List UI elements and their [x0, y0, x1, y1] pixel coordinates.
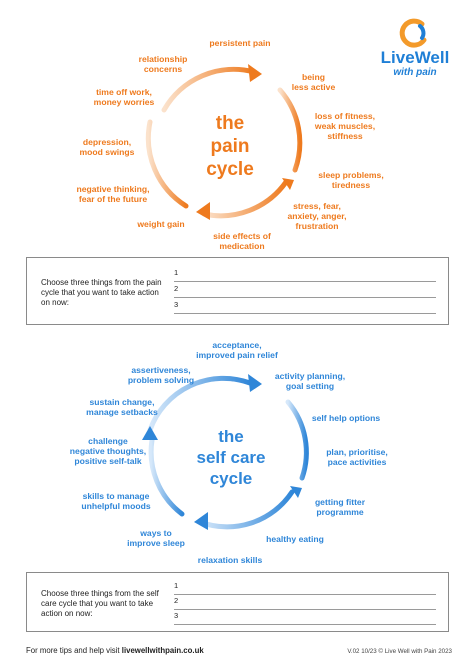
pain-action-line-2[interactable]: 2	[174, 284, 436, 298]
pain-label: persistent pain	[209, 38, 271, 48]
pain-label: relationship concerns	[138, 54, 188, 74]
line-number: 3	[174, 300, 179, 309]
selfcare-label: plan, prioritise, pace activities	[326, 447, 388, 467]
pain-label: time off work, money worries	[93, 87, 155, 107]
selfcare-label: relaxation skills	[197, 555, 263, 565]
selfcare-action-line-2[interactable]: 2	[174, 596, 436, 610]
selfcare-arrowhead	[290, 486, 302, 498]
pain-label: side effects of medication	[213, 231, 271, 251]
line-number: 2	[174, 596, 179, 605]
selfcare-action-line-3[interactable]: 3	[174, 611, 436, 625]
pain-cycle-title: the pain cycle	[206, 113, 254, 180]
footer-version: V.02 10/23 © Live Well with Pain 2023	[347, 648, 452, 655]
pain-label: being less active	[291, 72, 336, 92]
selfcare-label: sustain change, manage setbacks	[86, 397, 158, 417]
pain-label: negative thinking, fear of the future	[76, 184, 150, 204]
line-number: 1	[174, 581, 179, 590]
selfcare-label: assertiveness, problem solving	[127, 365, 195, 385]
selfcare-label: ways to improve sleep	[127, 528, 185, 548]
pain-label: weight gain	[137, 219, 185, 229]
selfcare-action-line-1[interactable]: 1	[174, 581, 436, 595]
pain-action-box: Choose three things from the pain cycle …	[26, 257, 449, 325]
pain-label: loss of fitness, weak muscles, stiffness	[314, 111, 376, 141]
selfcare-label: challenge negative thoughts, positive se…	[69, 436, 147, 466]
pain-arrowhead	[248, 64, 262, 82]
pain-arrowhead	[282, 178, 294, 190]
selfcare-arrowhead	[142, 426, 158, 440]
selfcare-label: getting fitter programme	[314, 497, 366, 517]
selfcare-label: activity planning, goal setting	[274, 371, 346, 391]
logo: LiveWell with pain	[370, 18, 460, 78]
logo-brand: LiveWell	[380, 48, 450, 67]
pain-label: depression, mood swings	[79, 137, 135, 157]
answer-line	[174, 609, 436, 610]
footer-prefix: For more tips and help visit	[26, 646, 122, 655]
answer-line	[174, 313, 436, 314]
selfcare-arrowhead	[248, 374, 262, 392]
selfcare-cycle-title: the self care cycle	[196, 427, 266, 488]
line-number: 2	[174, 284, 179, 293]
selfcare-arrowhead	[194, 512, 208, 530]
answer-line	[174, 624, 436, 625]
pain-label: sleep problems, tiredness	[318, 170, 384, 190]
pain-label: stress, fear, anxiety, anger, frustratio…	[287, 201, 347, 231]
pain-action-line-1[interactable]: 1	[174, 268, 436, 282]
answer-line	[174, 281, 436, 282]
pain-action-prompt: Choose three things from the pain cycle …	[41, 278, 162, 307]
line-number: 3	[174, 611, 179, 620]
answer-line	[174, 297, 436, 298]
footer-link[interactable]: livewellwithpain.co.uk	[121, 646, 204, 655]
selfcare-label: acceptance, improved pain relief	[196, 340, 278, 360]
selfcare-label: skills to manage unhelpful moods	[81, 491, 151, 511]
footer-text: For more tips and help visit livewellwit…	[26, 646, 204, 655]
pain-arrowhead	[196, 202, 210, 220]
answer-line	[174, 594, 436, 595]
logo-swirl-icon	[399, 18, 427, 48]
logo-tagline: with pain	[393, 67, 437, 78]
selfcare-label: healthy eating	[266, 534, 324, 544]
pain-action-line-3[interactable]: 3	[174, 300, 436, 314]
selfcare-action-prompt: Choose three things from the self care c…	[41, 589, 159, 618]
selfcare-action-box: Choose three things from the self care c…	[26, 572, 449, 632]
selfcare-label: self help options	[311, 413, 381, 423]
line-number: 1	[174, 268, 179, 277]
